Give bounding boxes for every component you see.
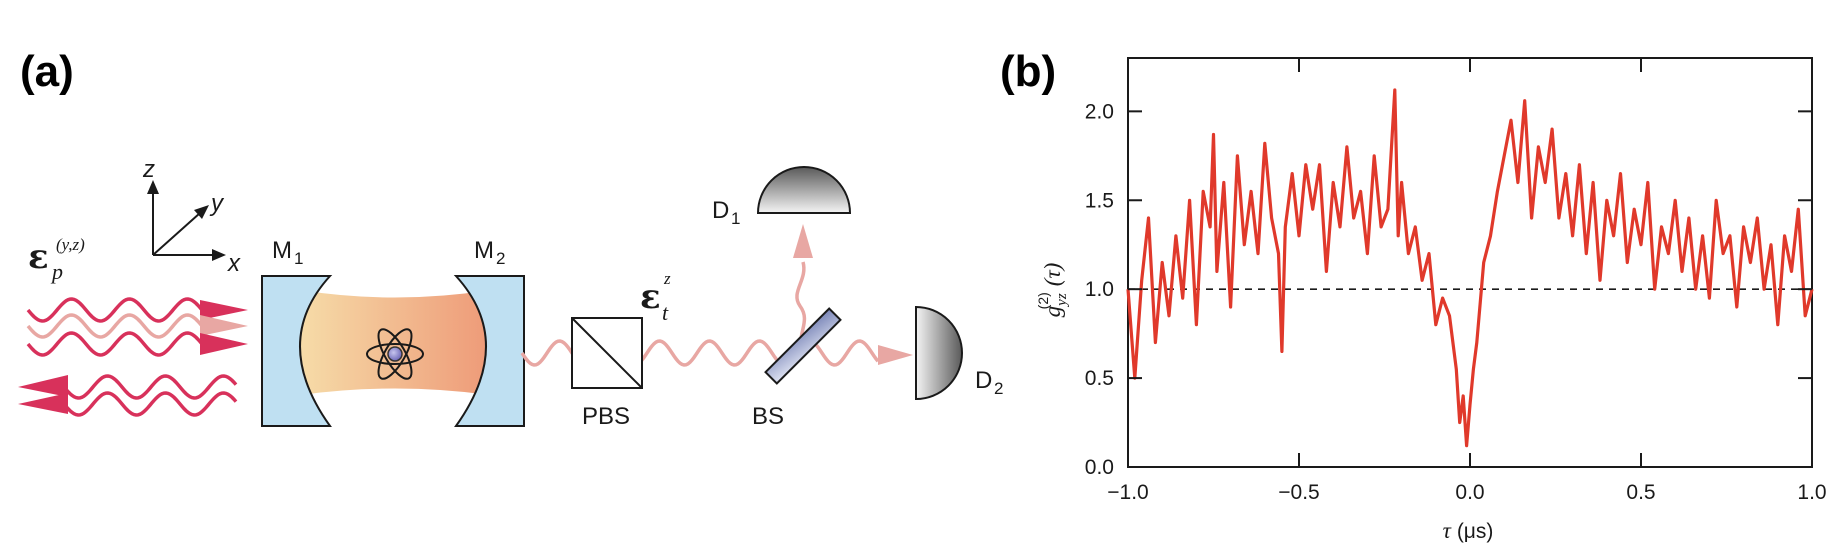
probe-beams xyxy=(26,297,238,417)
x-tick-label: 0.5 xyxy=(1626,481,1655,504)
mirror-m2 xyxy=(453,275,525,427)
svg-text:2: 2 xyxy=(994,379,1003,398)
beam-splitter-plate xyxy=(764,307,842,385)
data-series-line xyxy=(1126,88,1814,448)
beam-splitter-cube-icon xyxy=(571,317,643,389)
probe-field-label: ε p (y,z) xyxy=(28,235,85,284)
y-tick-label: 2.0 xyxy=(1085,100,1114,123)
svg-text:ε: ε xyxy=(28,237,49,277)
axis-label-z: z xyxy=(142,156,155,183)
svg-text:1: 1 xyxy=(731,209,740,228)
detector-icon xyxy=(756,166,852,214)
svg-text:(y,z): (y,z) xyxy=(56,235,85,254)
svg-text:D: D xyxy=(712,197,729,224)
x-tick-label: −1.0 xyxy=(1107,481,1148,504)
panel-b-label: (b) xyxy=(1000,47,1056,96)
y-axis-title: gyz(2)(τ) xyxy=(1035,263,1070,318)
axis-label-y: y xyxy=(209,190,225,217)
mirror-m2-label: M 2 xyxy=(474,237,505,268)
panel-a: (a) z y x ε p (y,z) xyxy=(18,47,1003,430)
svg-text:p: p xyxy=(50,259,63,284)
detector-d2-label: D 2 xyxy=(975,367,1003,398)
svg-text:M: M xyxy=(272,237,292,264)
coordinate-axes-icon xyxy=(147,180,226,261)
y-tick-label: 1.5 xyxy=(1085,189,1114,212)
plot-area: −1.0 −0.5 0.0 0.5 1.0 0.0 0.5 1.0 1.5 2.0 xyxy=(1085,57,1827,504)
axis-label-x: x xyxy=(227,250,241,277)
bs-label: BS xyxy=(752,403,784,430)
y-tick-label: 0.0 xyxy=(1085,456,1114,479)
reflected-beam-arrow xyxy=(793,224,813,258)
x-axis-title: τ(μs) xyxy=(1443,518,1494,543)
atom-icon xyxy=(366,328,424,380)
svg-text:gyz(2)(τ): gyz(2)(τ) xyxy=(1035,263,1070,318)
svg-text:ε: ε xyxy=(640,277,661,317)
panel-a-label: (a) xyxy=(20,47,74,96)
x-tick-label: 1.0 xyxy=(1797,481,1826,504)
through-beam-arrow xyxy=(878,345,913,365)
x-tick-label: −0.5 xyxy=(1278,481,1319,504)
mirror-m1-label: M 1 xyxy=(272,237,303,268)
cavity-mode xyxy=(300,290,490,395)
svg-text:M: M xyxy=(474,237,494,264)
svg-text:1: 1 xyxy=(294,249,303,268)
mirror-m1 xyxy=(261,275,333,427)
x-tick-label: 0.0 xyxy=(1455,481,1484,504)
panel-b: (b) −1.0 −0.5 0.0 0.5 1.0 0.0 0.5 1.0 1.5 2.0 gyz… xyxy=(1000,47,1827,543)
detector-d2-icon xyxy=(915,305,963,401)
detector-d1-label: D 1 xyxy=(712,197,740,228)
y-tick-label: 0.5 xyxy=(1085,367,1114,390)
svg-text:D: D xyxy=(975,367,992,394)
probe-arrowheads xyxy=(18,300,248,414)
svg-text:2: 2 xyxy=(496,249,505,268)
svg-text:z: z xyxy=(663,269,671,288)
svg-text:t: t xyxy=(662,300,669,325)
pbs-label: PBS xyxy=(582,403,630,430)
y-tick-label: 1.0 xyxy=(1085,278,1114,301)
transmitted-field-label: ε t z xyxy=(640,269,671,325)
